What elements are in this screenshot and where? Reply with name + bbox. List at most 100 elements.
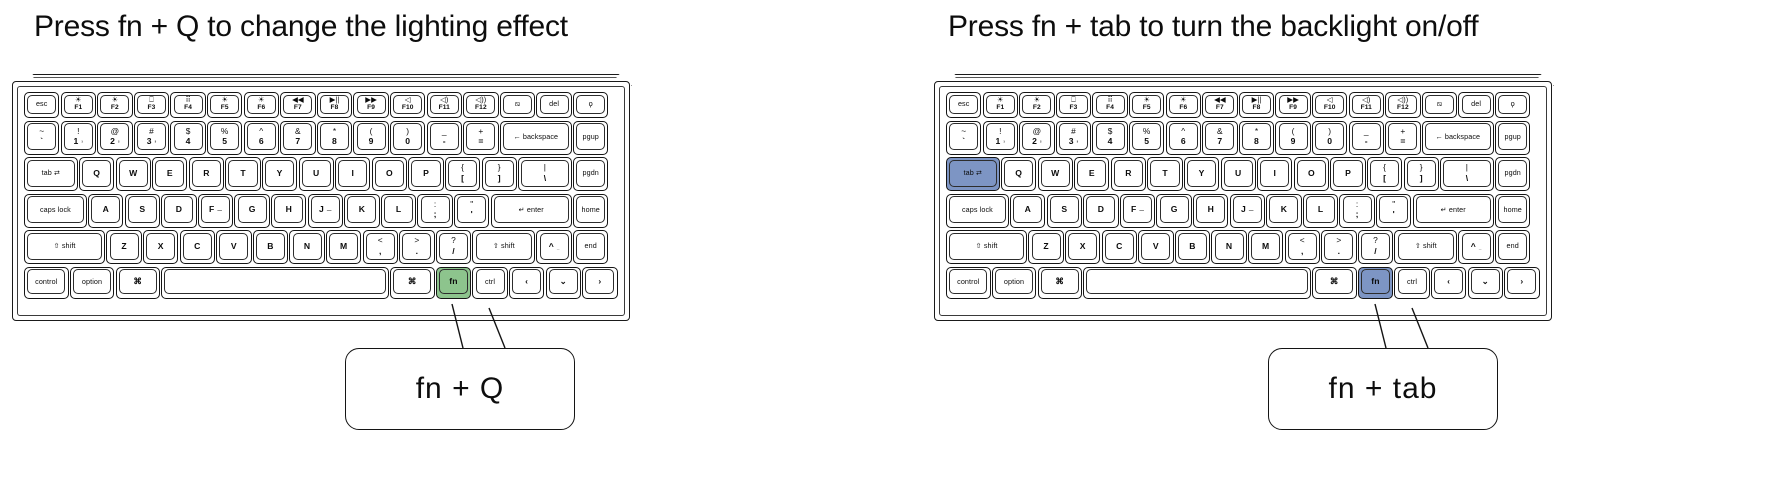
key-digit-4[interactable]: $4 <box>1092 120 1128 155</box>
key-bracket-right[interactable]: }] <box>1403 157 1439 191</box>
key-pgup[interactable]: pgup <box>1495 120 1531 155</box>
key-shift-right[interactable]: ⇧ shift <box>472 230 536 264</box>
key-f[interactable]: F— <box>197 193 234 228</box>
key-f11[interactable]: ◁)F11 <box>1348 92 1384 118</box>
key-f[interactable]: F— <box>1119 193 1156 228</box>
key-h[interactable]: H <box>1193 193 1229 228</box>
key-option[interactable]: option <box>69 266 115 299</box>
key-f4[interactable]: ⠿F4 <box>1092 92 1128 118</box>
key-option[interactable]: option <box>991 266 1037 299</box>
key-fn[interactable]: fn <box>435 266 472 299</box>
key-tilde[interactable]: ~` <box>24 120 60 155</box>
key-i[interactable]: I <box>335 157 371 191</box>
key-f9[interactable]: ▶▶F9 <box>1275 92 1311 118</box>
key-f2[interactable]: ☀F2 <box>97 92 133 118</box>
key-f3[interactable]: ⎕F3 <box>1055 92 1092 118</box>
key-o[interactable]: O <box>1293 157 1330 191</box>
key-z[interactable]: Z <box>1028 230 1064 264</box>
key-v[interactable]: V <box>1138 230 1174 264</box>
key-c[interactable]: C <box>179 230 215 264</box>
key-g[interactable]: G <box>234 193 270 228</box>
key-slash[interactable]: ?/ <box>1357 230 1394 264</box>
key-i[interactable]: I <box>1257 157 1293 191</box>
key-u[interactable]: U <box>298 157 334 191</box>
key-f5[interactable]: ☀F5 <box>207 92 243 118</box>
key-f12[interactable]: ◁))F12 <box>1385 92 1421 118</box>
key-screenshot[interactable]: ⧅ <box>1421 92 1458 118</box>
key-ctrl[interactable]: ctrl <box>472 266 508 299</box>
key-ctrl[interactable]: ctrl <box>1394 266 1430 299</box>
key-e[interactable]: E <box>152 157 188 191</box>
key-q[interactable]: Q <box>1000 157 1037 191</box>
key-x[interactable]: X <box>1064 230 1101 264</box>
key-e[interactable]: E <box>1074 157 1110 191</box>
key-period[interactable]: >. <box>399 230 435 264</box>
key-end[interactable]: end <box>573 230 609 264</box>
key-backspace[interactable]: ← backspace <box>499 120 572 155</box>
key-x[interactable]: X <box>142 230 179 264</box>
key-l[interactable]: L <box>380 193 417 228</box>
key-arrow-up[interactable]: ^_ <box>536 230 572 264</box>
key-digit-9[interactable]: (9 <box>353 120 389 155</box>
key-s[interactable]: S <box>1046 193 1083 228</box>
key-bracket-right[interactable]: }] <box>481 157 517 191</box>
key-arrow-down[interactable]: ⌄ <box>545 266 581 299</box>
key-c[interactable]: C <box>1101 230 1137 264</box>
key-tab[interactable]: tab ⇄ <box>24 157 78 191</box>
key-t[interactable]: T <box>225 157 261 191</box>
key-h[interactable]: H <box>271 193 307 228</box>
key-f11[interactable]: ◁)F11 <box>426 92 462 118</box>
key-f10[interactable]: ◁F10 <box>390 92 426 118</box>
key-comma[interactable]: <, <box>1284 230 1320 264</box>
key-f1[interactable]: ☀F1 <box>60 92 96 118</box>
key-z[interactable]: Z <box>106 230 142 264</box>
key-m[interactable]: M <box>325 230 362 264</box>
key-tab[interactable]: tab ⇄ <box>946 157 1000 191</box>
key-arrow-left[interactable]: ‹ <box>1430 266 1467 299</box>
key-minus[interactable]: _- <box>1348 120 1384 155</box>
key-d[interactable]: D <box>1083 193 1119 228</box>
key-p[interactable]: P <box>408 157 444 191</box>
key-f4[interactable]: ⠿F4 <box>170 92 206 118</box>
key-r[interactable]: R <box>188 157 225 191</box>
key-f2[interactable]: ☀F2 <box>1019 92 1055 118</box>
key-digit-5[interactable]: %5 <box>207 120 243 155</box>
key-caps-lock[interactable]: caps lock <box>24 193 87 228</box>
key-tilde[interactable]: ~` <box>946 120 982 155</box>
key-b[interactable]: B <box>252 230 289 264</box>
key-esc[interactable]: esc <box>24 92 60 118</box>
key-w[interactable]: W <box>115 157 151 191</box>
key-control[interactable]: control <box>946 266 991 299</box>
key-y[interactable]: Y <box>261 157 298 191</box>
key-command-right[interactable]: ⌘ <box>1312 266 1357 299</box>
key-digit-8[interactable]: *8 <box>316 120 353 155</box>
key-arrow-right[interactable]: › <box>582 266 618 299</box>
key-f7[interactable]: ◀◀F7 <box>1202 92 1238 118</box>
key-f9[interactable]: ▶▶F9 <box>353 92 389 118</box>
key-k[interactable]: K <box>344 193 380 228</box>
key-end[interactable]: end <box>1495 230 1531 264</box>
key-digit-6[interactable]: ^6 <box>243 120 279 155</box>
key-f3[interactable]: ⎕F3 <box>133 92 170 118</box>
key-pgup[interactable]: pgup <box>573 120 609 155</box>
key-q[interactable]: Q <box>78 157 115 191</box>
key-arrow-left[interactable]: ‹ <box>508 266 545 299</box>
key-f7[interactable]: ◀◀F7 <box>280 92 316 118</box>
key-home[interactable]: home <box>573 193 609 228</box>
key-s[interactable]: S <box>124 193 161 228</box>
key-bracket-left[interactable]: {[ <box>444 157 481 191</box>
key-command-left[interactable]: ⌘ <box>1037 266 1083 299</box>
key-slash[interactable]: ?/ <box>435 230 472 264</box>
key-f6[interactable]: ☀F6 <box>1165 92 1201 118</box>
key-backslash[interactable]: |\ <box>1440 157 1494 191</box>
key-g[interactable]: G <box>1156 193 1192 228</box>
key-digit-7[interactable]: &7 <box>280 120 316 155</box>
key-space[interactable] <box>161 266 389 299</box>
key-enter[interactable]: ↵ enter <box>1412 193 1494 228</box>
